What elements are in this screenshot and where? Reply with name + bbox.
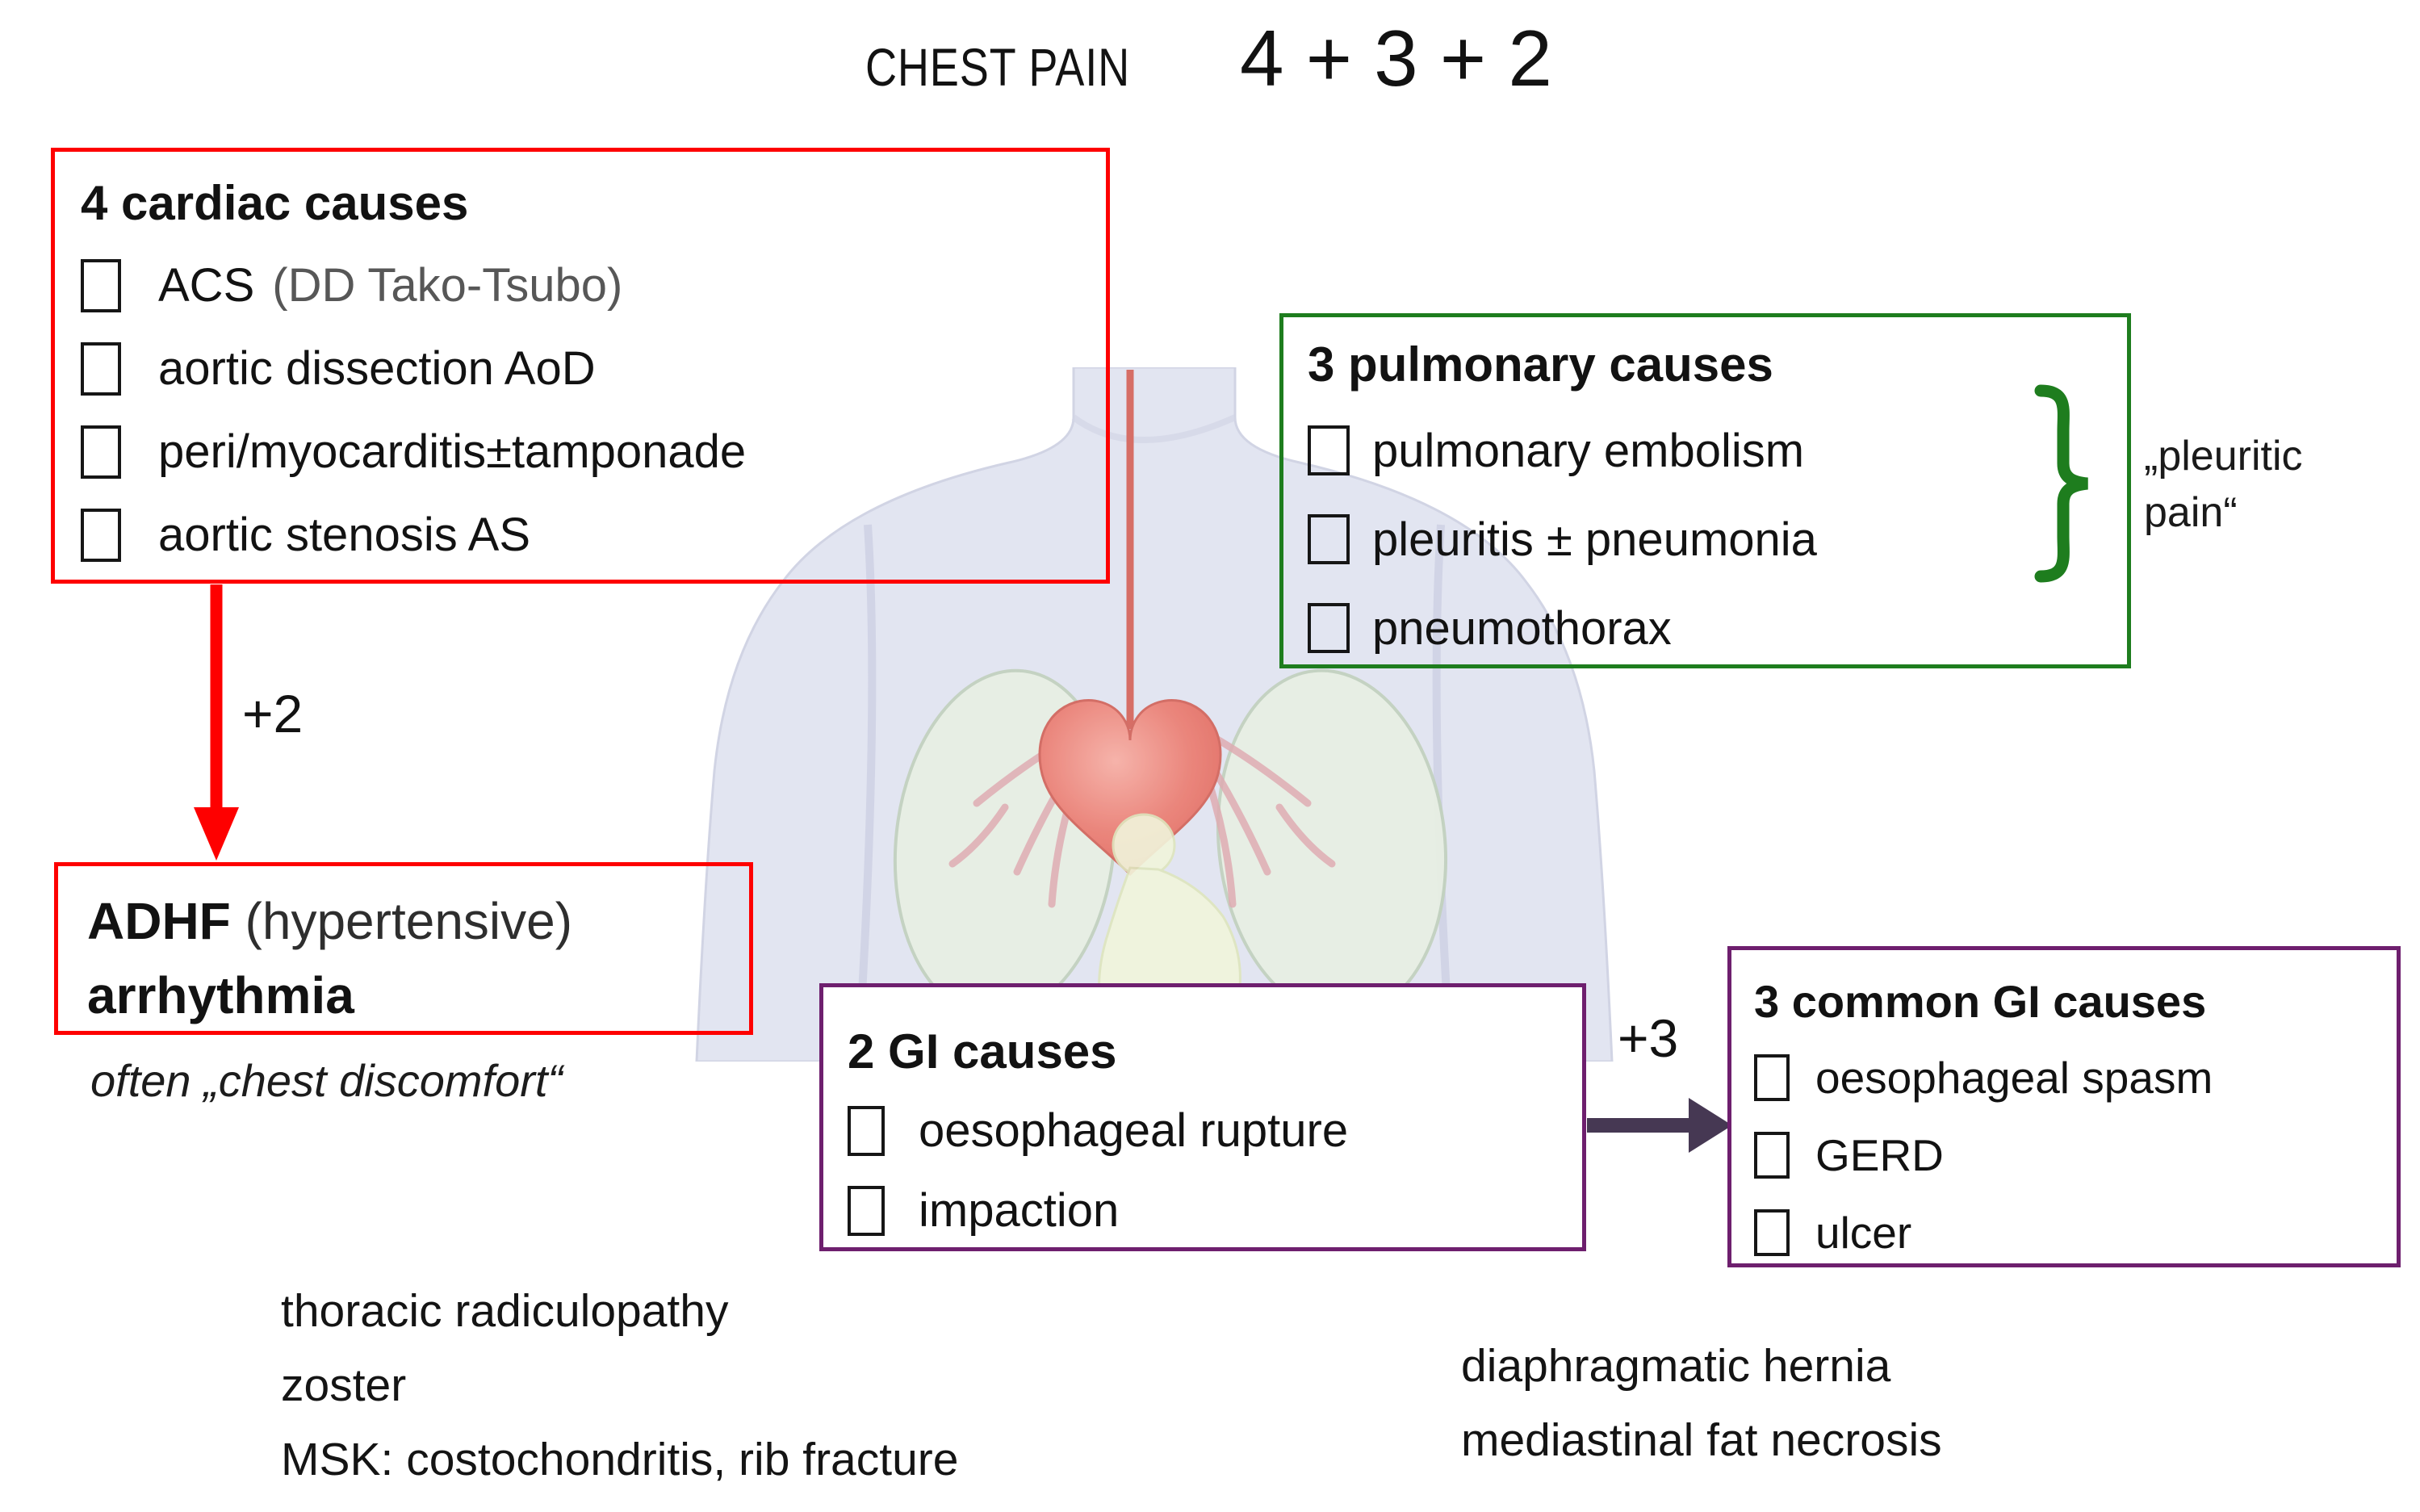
torso-illustration: [695, 367, 1614, 1062]
list-item: oesophageal spasm: [1754, 1039, 2397, 1116]
list-item: aortic dissection AoD: [81, 327, 1106, 410]
footnote-line: zoster: [281, 1359, 407, 1411]
adhf-line2: arrhythmia: [87, 966, 354, 1024]
checkbox-icon[interactable]: [81, 425, 121, 479]
item-label: aortic stenosis AS: [158, 509, 530, 561]
checkbox-icon[interactable]: [1308, 514, 1350, 564]
item-label: pulmonary embolism: [1372, 424, 1805, 477]
down-arrow-icon: [194, 584, 239, 861]
footnote-line: mediastinal fat necrosis: [1461, 1414, 1942, 1466]
list-item: pulmonary embolism: [1308, 406, 2127, 495]
list-item: ulcer: [1754, 1194, 2397, 1271]
pulmonary-causes-box: 3 pulmonary causes pulmonary embolism pl…: [1279, 313, 2131, 668]
item-label: aortic dissection AoD: [158, 342, 596, 395]
cardiac-causes-box: 4 cardiac causes ACS (DD Tako-Tsubo) aor…: [51, 148, 1110, 584]
footnote-line: diaphragmatic hernia: [1461, 1340, 1891, 1392]
chest-discomfort-caption: often „chest discomfort“: [90, 1055, 563, 1106]
checkbox-icon[interactable]: [81, 508, 121, 562]
heart-graphic: [1038, 699, 1222, 877]
list-item: ACS (DD Tako-Tsubo): [81, 244, 1106, 327]
list-item: aortic stenosis AS: [81, 493, 1106, 576]
list-item: pleuritis ± pneumonia: [1308, 495, 2127, 584]
right-arrow-icon: [1587, 1098, 1732, 1153]
adhf-box: ADHF (hypertensive) arrhythmia: [54, 862, 753, 1035]
item-label: peri/myocarditis±tamponade: [158, 425, 747, 478]
checkbox-icon[interactable]: [1754, 1132, 1790, 1179]
checkbox-icon[interactable]: [848, 1185, 885, 1236]
item-label: ulcer: [1815, 1208, 1912, 1258]
common-gi-causes-box: 3 common GI causes oesophageal spasm GER…: [1727, 946, 2401, 1267]
adhf-note: (hypertensive): [245, 892, 573, 950]
adhf-title: ADHF: [87, 892, 231, 950]
checkbox-icon[interactable]: [1754, 1209, 1790, 1256]
footnote-line: thoracic radiculopathy: [281, 1285, 729, 1337]
cardiac-box-title: 4 cardiac causes: [81, 176, 469, 230]
plus2-label: +2: [242, 684, 304, 743]
title-formula: 4 + 3 + 2: [1239, 14, 1552, 103]
footnote-line: MSK: costochondritis, rib fracture: [281, 1434, 959, 1485]
curly-brace-icon: [2034, 384, 2088, 583]
checkbox-icon[interactable]: [81, 258, 121, 312]
footnote-left: thoracic radiculopathy zoster MSK: costo…: [281, 1274, 958, 1497]
item-label: ACS: [158, 259, 255, 312]
item-label: oesophageal rupture: [919, 1104, 1349, 1157]
gi-causes-box: 2 GI causes oesophageal rupture impactio…: [819, 983, 1586, 1251]
adhf-line1: ADHF (hypertensive): [87, 884, 749, 958]
pulmonary-box-title: 3 pulmonary causes: [1308, 337, 1773, 392]
item-label: pleuritis ± pneumonia: [1372, 513, 1817, 566]
list-item: impaction: [848, 1171, 1582, 1250]
footnote-right: diaphragmatic hernia mediastinal fat nec…: [1461, 1329, 1942, 1477]
gi3-box-title: 3 common GI causes: [1754, 976, 2207, 1027]
item-label: impaction: [919, 1184, 1120, 1237]
list-item: oesophageal rupture: [848, 1091, 1582, 1171]
item-label: pneumothorax: [1372, 601, 1672, 655]
checkbox-icon[interactable]: [1308, 425, 1350, 475]
page-title: CHEST PAIN: [865, 37, 1130, 97]
pleuritic-pain-note: „pleuritic pain“: [2144, 433, 2303, 537]
checkbox-icon[interactable]: [1754, 1054, 1790, 1101]
plus3-label: +3: [1618, 1008, 1679, 1068]
checkbox-icon[interactable]: [1308, 603, 1350, 653]
item-label: oesophageal spasm: [1815, 1053, 2213, 1103]
item-label: GERD: [1815, 1130, 1944, 1180]
list-item: peri/myocarditis±tamponade: [81, 410, 1106, 493]
list-item: pneumothorax: [1308, 584, 2127, 672]
checkbox-icon[interactable]: [81, 341, 121, 396]
list-item: GERD: [1754, 1116, 2397, 1194]
checkbox-icon[interactable]: [848, 1105, 885, 1156]
item-note: (DD Tako-Tsubo): [272, 259, 623, 312]
gi2-box-title: 2 GI causes: [848, 1024, 1117, 1079]
page-title-group: CHEST PAIN 4 + 3 + 2: [865, 13, 1552, 104]
